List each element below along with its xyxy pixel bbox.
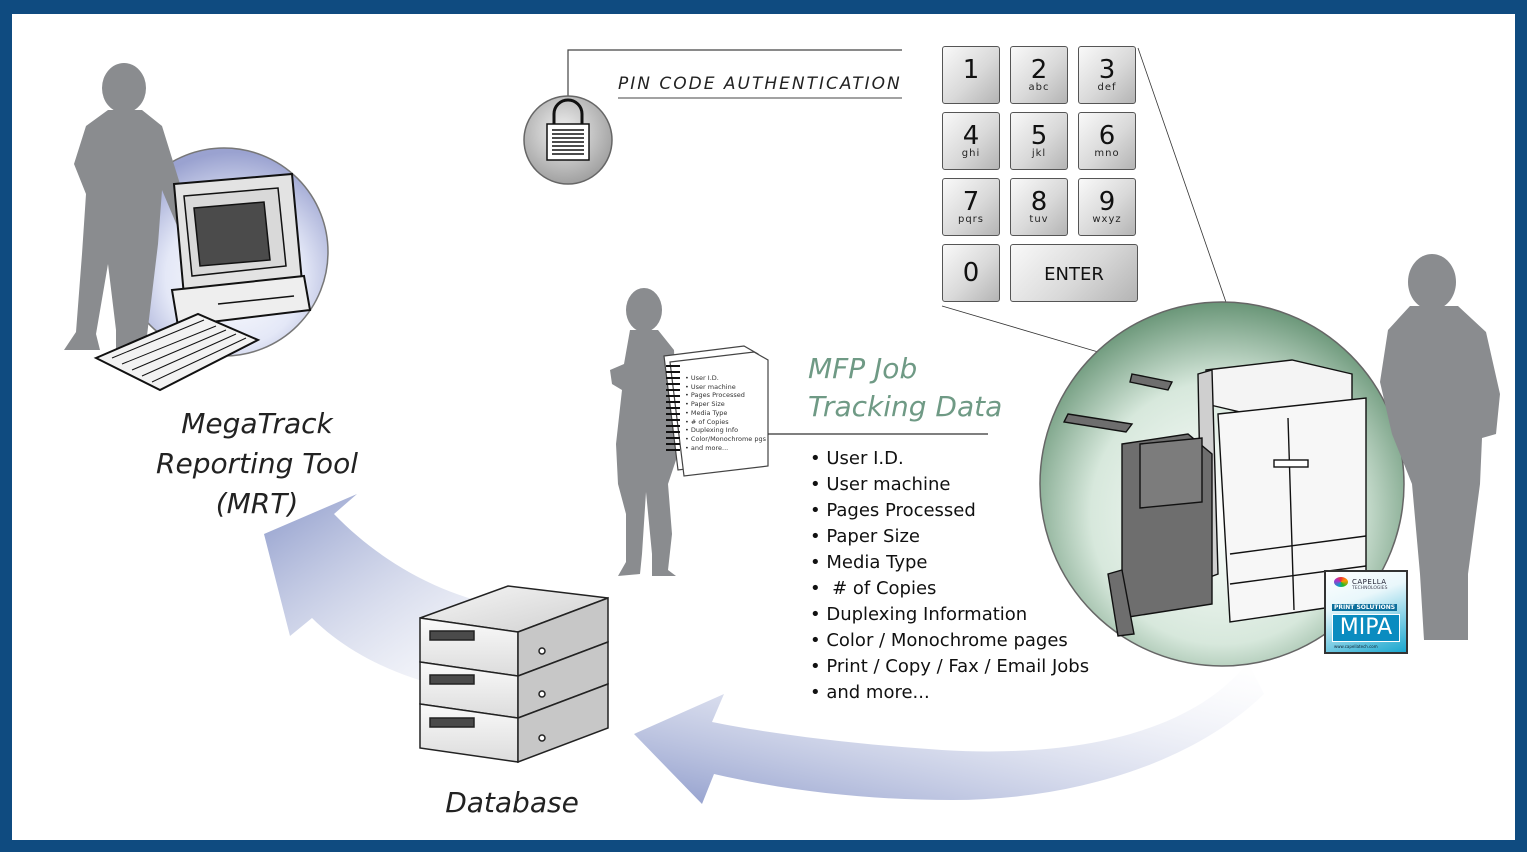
key-number: 7 xyxy=(962,187,980,217)
mipa-name: MIPA xyxy=(1332,614,1400,642)
key-letters: tuv xyxy=(1029,214,1049,225)
list-item: and more... xyxy=(685,444,766,453)
list-item: Paper Size xyxy=(810,524,1089,550)
mfp-job-tracking-title: MFP Job Tracking Data xyxy=(808,350,1002,426)
key-number: 8 xyxy=(1030,187,1048,217)
arrow-to-database xyxy=(634,662,1264,804)
key-label: ENTER xyxy=(1044,264,1104,285)
mrt-computer xyxy=(93,172,312,392)
mrt-label-line: Reporting Tool xyxy=(156,447,358,480)
list-item: Pages Processed xyxy=(685,391,766,400)
key-letters: wxyz xyxy=(1092,214,1122,225)
mfp-data-list: User I.D. User machine Pages Processed P… xyxy=(810,446,1089,706)
mrt-label-line: MegaTrack xyxy=(181,407,333,440)
capella-logo-icon xyxy=(1334,577,1348,587)
pin-connector-line xyxy=(567,49,902,104)
key-number: 3 xyxy=(1098,55,1116,85)
enter-key[interactable]: ENTER xyxy=(1010,244,1138,302)
key-number: 2 xyxy=(1030,55,1048,85)
mipa-url: www.capellatech.com xyxy=(1334,644,1378,649)
key-letters: def xyxy=(1097,82,1117,93)
list-item: Color / Monochrome pages xyxy=(810,628,1089,654)
database-label: Database xyxy=(445,786,579,819)
key-letters: pqrs xyxy=(957,214,985,225)
key-number: 9 xyxy=(1098,187,1116,217)
list-item: Duplexing Info xyxy=(685,426,766,435)
mipa-product-box: CAPELLA TECHNOLOGIES PRINT SOLUTIONS MIP… xyxy=(1324,570,1408,654)
key-number: 4 xyxy=(962,121,980,151)
list-item: Duplexing Information xyxy=(810,602,1089,628)
key-letters: ghi xyxy=(961,148,981,159)
server-unit xyxy=(419,682,609,764)
key-letters: abc xyxy=(1028,82,1050,93)
mipa-brand: CAPELLA xyxy=(1352,578,1387,586)
key-number: 1 xyxy=(962,55,980,85)
mfp-user-silhouette xyxy=(1380,254,1500,640)
padlock-icon xyxy=(546,98,590,161)
key-letters: jkl xyxy=(1031,148,1047,159)
list-item: User I.D. xyxy=(810,446,1089,472)
list-item: Color/Monochrome pgs xyxy=(685,435,766,444)
list-item: Media Type xyxy=(810,550,1089,576)
pin-code-label: PIN CODE AUTHENTICATION xyxy=(618,74,902,94)
woman-silhouette xyxy=(610,288,678,576)
mipa-strip: PRINT SOLUTIONS xyxy=(1332,604,1398,611)
list-item: User machine xyxy=(685,383,766,392)
mfp-printer xyxy=(1062,359,1367,637)
database-server-stack xyxy=(419,585,609,764)
server-unit xyxy=(419,640,609,720)
key-0[interactable]: 0 xyxy=(942,244,1000,302)
mipa-brand-sub: TECHNOLOGIES xyxy=(1352,586,1388,591)
list-item: User I.D. xyxy=(685,374,766,383)
mrt-label: MegaTrack Reporting Tool (MRT) xyxy=(112,404,402,524)
mrt-label-line: (MRT) xyxy=(215,487,299,520)
list-item: User machine xyxy=(810,472,1089,498)
key-number: 0 xyxy=(962,258,980,288)
key-number: 5 xyxy=(1030,121,1048,151)
mrt-user-silhouette xyxy=(64,63,192,354)
list-item: Media Type xyxy=(685,409,766,418)
key-number: 6 xyxy=(1098,121,1116,151)
diagram-graphics xyxy=(64,47,1500,804)
list-item: and more... xyxy=(810,680,1089,706)
document-data-list: User I.D. User machine Pages Processed P… xyxy=(685,374,766,452)
key-1[interactable]: 1 xyxy=(942,46,1000,104)
list-item: Pages Processed xyxy=(810,498,1089,524)
list-item: Paper Size xyxy=(685,400,766,409)
list-item: # of Copies xyxy=(810,576,1089,602)
mfp-title-line: MFP Job xyxy=(808,352,918,385)
mfp-title-line: Tracking Data xyxy=(808,390,1003,423)
list-item: # of Copies xyxy=(685,418,766,427)
key-letters: mno xyxy=(1094,148,1120,159)
list-item: Print / Copy / Fax / Email Jobs xyxy=(810,654,1089,680)
